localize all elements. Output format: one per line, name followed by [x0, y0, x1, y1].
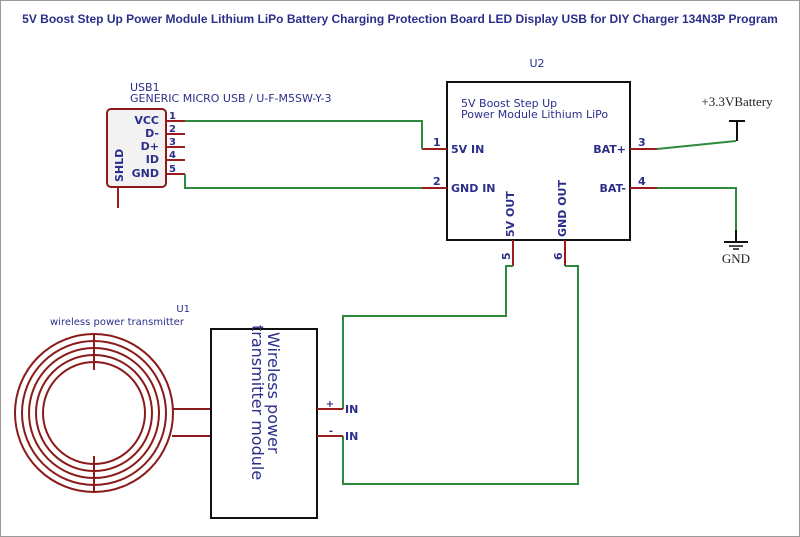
u2-pin-number: 5 — [500, 252, 513, 260]
u1-ref: U1 — [176, 304, 190, 315]
battery-label: +3.3VBattery — [701, 94, 773, 109]
u1-value: wireless power transmitter — [50, 317, 185, 328]
u1-module-label-line2: transmitter module — [248, 325, 267, 480]
u1-pin-plus-sign: + — [326, 399, 334, 410]
u2-pin-number: 6 — [552, 252, 565, 260]
usb1-pin-number: 4 — [169, 150, 176, 161]
coil-icon — [14, 333, 174, 493]
u2-pin-number: 1 — [433, 136, 441, 149]
usb1-connector[interactable]: USB1 GENERIC MICRO USB / U-F-M5SW-Y-3 SH… — [106, 81, 331, 208]
u2-ref: U2 — [529, 57, 544, 70]
usb1-pin-name: ID — [146, 153, 159, 166]
usb1-pin-name: VCC — [134, 114, 159, 127]
u1-pin-minus-name: IN — [345, 430, 358, 443]
u2-boost-module[interactable]: U2 5V Boost Step Up Power Module Lithium… — [422, 57, 657, 266]
u1-pin-plus-name: IN — [345, 403, 358, 416]
schematic-title: 5V Boost Step Up Power Module Lithium Li… — [22, 12, 778, 26]
usb1-pin-number: 1 — [169, 111, 176, 122]
wire-5v-out-to-in-plus[interactable] — [342, 265, 513, 409]
u2-pin-number: 3 — [638, 136, 646, 149]
usb1-pin-name: D+ — [141, 140, 159, 153]
wire-gnd-out-to-in-minus[interactable] — [342, 265, 579, 485]
usb1-pin-name: GND — [132, 167, 159, 180]
usb1-shield-label: SHLD — [113, 149, 126, 182]
usb1-ref: USB1 — [130, 81, 160, 94]
u1-module-label-line1: Wireless power — [264, 332, 283, 454]
wire-bat-plus-to-battery[interactable] — [656, 140, 737, 150]
u2-pin-name: GND IN — [451, 182, 496, 195]
u1-pin-minus-sign: - — [329, 426, 333, 437]
u2-pin-name: BAT+ — [593, 143, 626, 156]
usb1-pin-name: D- — [145, 127, 159, 140]
usb1-pin-number: 3 — [169, 137, 176, 148]
usb1-pin-number: 5 — [169, 164, 176, 175]
u2-pin-name: GND OUT — [556, 180, 569, 237]
ground-label: GND — [722, 251, 750, 266]
u2-pin-number: 2 — [433, 175, 441, 188]
wire-bat-minus-to-ground[interactable] — [657, 187, 737, 230]
u2-description-line2: Power Module Lithium LiPo — [461, 108, 608, 121]
u2-description-line1: 5V Boost Step Up — [461, 97, 557, 110]
usb1-pin-number: 2 — [169, 124, 176, 135]
u2-pin-number: 4 — [638, 175, 646, 188]
wire-gnd-to-gnd-in[interactable] — [184, 174, 422, 189]
u2-pin-name: BAT- — [600, 182, 627, 195]
u2-body — [446, 81, 631, 241]
u1-module-body — [210, 328, 318, 519]
ground-symbol[interactable]: GND — [722, 230, 750, 266]
u2-pin-name: 5V OUT — [504, 191, 517, 237]
wire-vcc-to-5v-in[interactable] — [185, 120, 423, 149]
battery-power-symbol[interactable]: +3.3VBattery — [701, 94, 773, 141]
u1-wireless-transmitter[interactable]: U1 wireless power transmitter Wireless p… — [14, 304, 358, 519]
usb1-value: GENERIC MICRO USB / U-F-M5SW-Y-3 — [130, 92, 331, 105]
u2-pin-name: 5V IN — [451, 143, 484, 156]
